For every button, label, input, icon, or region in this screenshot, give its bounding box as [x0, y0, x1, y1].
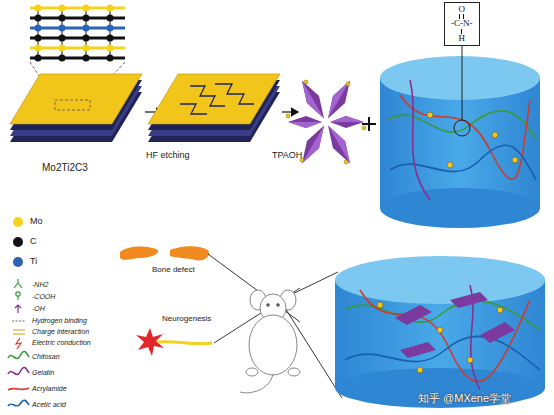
formula-text: -C-N- [451, 19, 473, 28]
legend-text: Hydrogen binding [32, 317, 87, 325]
legend-text: Gelatin [32, 369, 54, 377]
leader-lines [208, 254, 342, 398]
legend-text: Chitosan [32, 353, 60, 361]
amide-box: O -C-N- H [444, 2, 480, 46]
bone-defect [120, 246, 209, 260]
site-label: Bone defect [152, 266, 195, 275]
legend-text: -COOH [32, 293, 55, 301]
process-arrow [282, 111, 298, 112]
site-label: Neurogenesis [162, 315, 211, 324]
material-label: Mo2Ti2C3 [42, 162, 88, 173]
legend-text: Mo [30, 217, 43, 227]
formula-text: H [459, 34, 466, 43]
process-label: TPAOH [272, 151, 302, 161]
etched-stack [148, 74, 280, 142]
legend-text: C [30, 237, 37, 247]
legend-text: -NH2 [32, 281, 48, 289]
mouse [240, 290, 300, 393]
legend-swatch [13, 217, 23, 227]
mxene-stack [10, 74, 142, 142]
process-label: HF etching [146, 151, 190, 161]
legend-text: Electric conduction [32, 339, 91, 347]
legend-text: -OH [32, 305, 45, 313]
formula-text: O [459, 5, 466, 14]
plus-sign [362, 117, 376, 131]
neuron [136, 328, 212, 356]
legend-icons [8, 279, 29, 406]
legend-text: Acetic acid [32, 401, 66, 409]
watermark: 知乎 @MXene学堂 [418, 392, 511, 404]
hydrogel-cylinder [380, 30, 540, 228]
hydrogel-cylinder [335, 256, 545, 408]
legend-text: Acrylamide [32, 385, 67, 393]
legend-text: Ti [30, 257, 37, 267]
legend-swatch [13, 237, 23, 247]
legend-swatch [13, 257, 23, 267]
legend-text: Charge interaction [32, 328, 89, 336]
